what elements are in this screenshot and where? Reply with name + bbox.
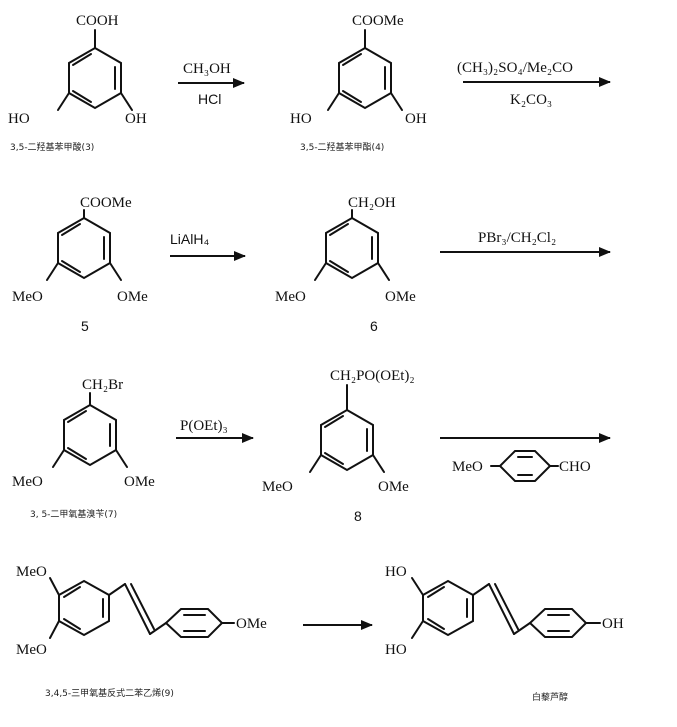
- reagent-top: CH₃OH: [183, 61, 231, 77]
- substituent-top: CH₂Br: [82, 377, 123, 393]
- compound-6: CH₂OH MeO OMe 6: [275, 195, 416, 334]
- compound-caption: 3, 5-二甲氧基溴苄(7): [30, 508, 117, 520]
- reaction-arrow-2: (CH₃)₂SO₄/Me₂CO K₂CO₃: [457, 60, 611, 108]
- substituent-right: OMe: [117, 289, 148, 305]
- compound-caption: 3,5-二羟基苯甲酯(4): [300, 141, 384, 153]
- compound-number: 8: [354, 508, 362, 524]
- benzene-ring: [327, 29, 403, 111]
- substituent-left: MeO: [12, 289, 43, 305]
- substituent-left-bottom: HO: [385, 642, 407, 658]
- substituent-left: HO: [290, 111, 312, 127]
- substituent-left: MeO: [275, 289, 306, 305]
- substituent-right: OMe: [124, 474, 155, 490]
- reagent-bottom: K₂CO₃: [510, 92, 552, 108]
- reaction-arrow-6: MeO CHO: [440, 433, 611, 482]
- reagent-right: CHO: [559, 459, 591, 475]
- compound-5: COOMe MeO OMe 5: [12, 195, 148, 334]
- stilbene-skeleton: [49, 577, 235, 639]
- substituent-left: MeO: [12, 474, 43, 490]
- reaction-arrow-1: CH₃OH HCl: [178, 61, 245, 107]
- substituent-right: OMe: [378, 479, 409, 495]
- reagent-bottom: HCl: [198, 91, 221, 107]
- compound-caption: 3,4,5-三甲氧基反式二苯乙烯(9): [45, 687, 174, 699]
- compound-number: 6: [370, 318, 378, 334]
- compound-caption: 3,5-二羟基苯甲酸(3): [10, 141, 94, 153]
- benzene-ring: [57, 29, 133, 111]
- benzene-ring: [52, 392, 128, 468]
- substituent-top: COOMe: [80, 195, 132, 211]
- reagent-top: (CH₃)₂SO₄/Me₂CO: [457, 60, 573, 76]
- reagent-top: LiAlH₄: [170, 231, 209, 247]
- benzene-ring: [490, 450, 559, 482]
- substituent-right: OH: [602, 616, 624, 632]
- compound-number: 5: [81, 318, 89, 334]
- substituent-top: COOH: [76, 13, 119, 29]
- product-caption: 白藜芦醇: [532, 691, 568, 703]
- reagent-top: PBr₃/CH₂Cl₂: [478, 230, 556, 246]
- compound-9: MeO MeO OMe 3,4,5-三甲氧基反式二苯乙烯(9): [16, 564, 267, 699]
- reaction-arrow-3: LiAlH₄: [170, 231, 246, 261]
- substituent-left: MeO: [262, 479, 293, 495]
- compound-8: CH₂PO(OEt)₂ MeO OMe 8: [262, 368, 415, 524]
- substituent-right: OH: [405, 111, 427, 127]
- reaction-arrow-5: P(OEt)₃: [176, 418, 254, 443]
- reagent-aldehyde: MeO CHO: [452, 450, 591, 482]
- substituent-left-top: HO: [385, 564, 407, 580]
- substituent-right: OMe: [385, 289, 416, 305]
- substituent-left-bottom: MeO: [16, 642, 47, 658]
- substituent-right: OMe: [236, 616, 267, 632]
- substituent-right: OH: [125, 111, 147, 127]
- substituent-left: HO: [8, 111, 30, 127]
- substituent-top: COOMe: [352, 13, 404, 29]
- substituent-top: CH₂OH: [348, 195, 396, 211]
- reagent-top: P(OEt)₃: [180, 418, 228, 434]
- reagent-left: MeO: [452, 459, 483, 475]
- compound-3: COOH HO OH 3,5-二羟基苯甲酸(3): [8, 13, 147, 153]
- substituent-left-top: MeO: [16, 564, 47, 580]
- benzene-ring: [314, 209, 390, 281]
- benzene-ring: [309, 384, 385, 473]
- compound-4: COOMe HO OH 3,5-二羟基苯甲酯(4): [290, 13, 427, 153]
- benzene-ring: [46, 209, 122, 281]
- substituent-top: CH₂PO(OEt)₂: [330, 368, 415, 384]
- stilbene-skeleton: [411, 577, 601, 639]
- reaction-arrow-4: PBr₃/CH₂Cl₂: [440, 230, 611, 257]
- product-resveratrol: HO HO OH 白藜芦醇: [385, 564, 624, 703]
- compound-7: CH₂Br MeO OMe 3, 5-二甲氧基溴苄(7): [12, 377, 155, 520]
